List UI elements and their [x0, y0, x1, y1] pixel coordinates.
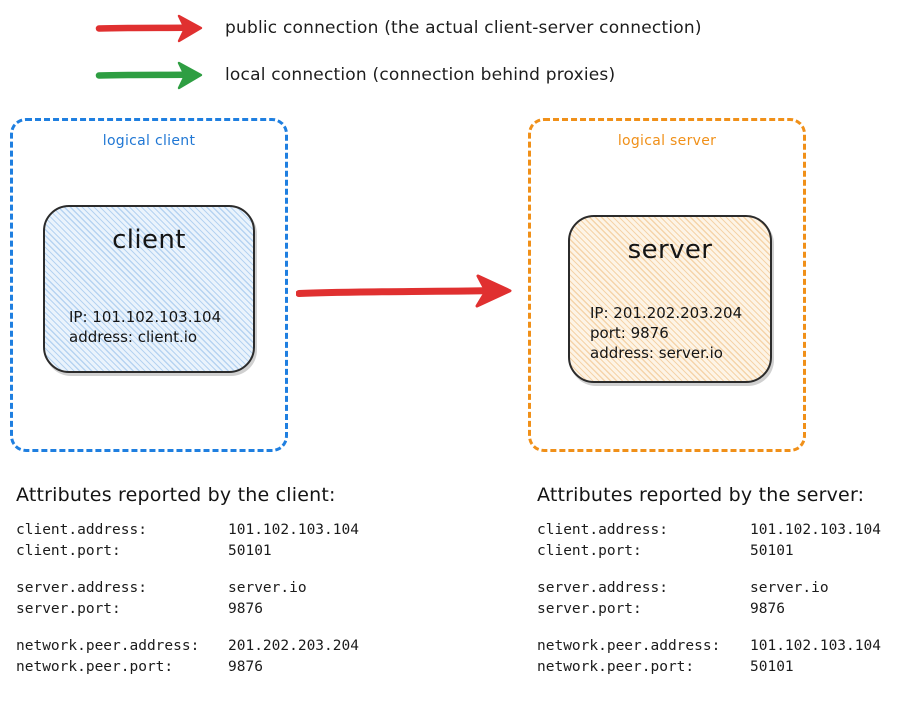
attribute-key: network.peer.port:: [537, 659, 695, 675]
server-node-port: port: 9876: [590, 324, 669, 342]
attribute-row: client.port: 50101: [16, 541, 436, 562]
attribute-value: server.io: [750, 580, 829, 596]
attributes-server-heading: Attributes reported by the server:: [537, 484, 865, 506]
attribute-value: 9876: [228, 659, 263, 675]
legend-label-public-connection: public connection (the actual client-ser…: [225, 18, 702, 38]
attribute-row: client.port: 50101: [537, 541, 897, 562]
attribute-key: server.address:: [16, 580, 147, 596]
attribute-group: server.address: server.io server.port: 9…: [16, 578, 436, 620]
logical-server-container: logical server server IP: 201.202.203.20…: [528, 118, 806, 452]
attribute-group: network.peer.address: 201.202.203.204 ne…: [16, 636, 436, 678]
client-node-details: IP: 101.102.103.104 address: client.io: [69, 307, 221, 347]
legend-label-local-connection: local connection (connection behind prox…: [225, 65, 616, 85]
attribute-value: 101.102.103.104: [228, 522, 359, 538]
attribute-key: server.port:: [537, 601, 642, 617]
server-node-details: IP: 201.202.203.204 port: 9876 address: …: [590, 303, 742, 363]
server-node[interactable]: server IP: 201.202.203.204 port: 9876 ad…: [568, 215, 772, 383]
attribute-value: 101.102.103.104: [750, 522, 881, 538]
attribute-group: client.address: 101.102.103.104 client.p…: [537, 520, 897, 562]
client-node-ip: IP: 101.102.103.104: [69, 308, 222, 326]
attributes-client-heading: Attributes reported by the client:: [16, 484, 336, 506]
legend-item-local-connection: local connection (connection behind prox…: [95, 55, 895, 95]
client-node-title: client: [112, 225, 186, 255]
attribute-row: network.peer.address: 201.202.203.204: [16, 636, 436, 657]
attribute-key: network.peer.address:: [16, 638, 200, 654]
legend-item-public-connection: public connection (the actual client-ser…: [95, 8, 895, 48]
logical-server-label: logical server: [617, 133, 717, 149]
attribute-row: server.address: server.io: [16, 578, 436, 599]
attribute-key: network.peer.address:: [537, 638, 721, 654]
attribute-value: 50101: [750, 543, 794, 559]
attribute-key: client.address:: [537, 522, 668, 538]
attribute-value: 9876: [228, 601, 263, 617]
attribute-row: client.address: 101.102.103.104: [537, 520, 897, 541]
attribute-row: server.address: server.io: [537, 578, 897, 599]
attribute-key: client.port:: [537, 543, 642, 559]
attribute-group: network.peer.address: 101.102.103.104 ne…: [537, 636, 897, 678]
attributes-reported-by-server: Attributes reported by the server: clien…: [537, 484, 897, 678]
attribute-group: client.address: 101.102.103.104 client.p…: [16, 520, 436, 562]
attribute-value: 9876: [750, 601, 785, 617]
attribute-row: network.peer.port: 9876: [16, 657, 436, 678]
attribute-value: 201.202.203.204: [228, 638, 359, 654]
server-node-address: address: server.io: [590, 344, 723, 362]
attribute-group: server.address: server.io server.port: 9…: [537, 578, 897, 620]
green-arrow-icon: [95, 55, 215, 99]
red-arrow-icon: [95, 8, 215, 52]
attribute-value: 50101: [228, 543, 272, 559]
attribute-key: network.peer.port:: [16, 659, 174, 675]
attribute-row: network.peer.address: 101.102.103.104: [537, 636, 897, 657]
client-node[interactable]: client IP: 101.102.103.104 address: clie…: [43, 205, 255, 373]
attribute-key: client.address:: [16, 522, 147, 538]
attribute-row: server.port: 9876: [537, 599, 897, 620]
attribute-value: 101.102.103.104: [750, 638, 881, 654]
public-connection-arrow-icon: [295, 268, 520, 314]
client-node-address: address: client.io: [69, 328, 198, 346]
attribute-key: client.port:: [16, 543, 121, 559]
attribute-row: client.address: 101.102.103.104: [16, 520, 436, 541]
attribute-row: network.peer.port: 50101: [537, 657, 897, 678]
logical-client-container: logical client client IP: 101.102.103.10…: [10, 118, 288, 452]
attribute-value: server.io: [228, 580, 307, 596]
attribute-row: server.port: 9876: [16, 599, 436, 620]
server-node-ip: IP: 201.202.203.204: [590, 304, 743, 322]
attributes-reported-by-client: Attributes reported by the client: clien…: [16, 484, 436, 678]
attribute-key: server.port:: [16, 601, 121, 617]
logical-client-label: logical client: [102, 133, 196, 149]
attribute-value: 50101: [750, 659, 794, 675]
server-node-title: server: [627, 235, 713, 265]
attribute-key: server.address:: [537, 580, 668, 596]
